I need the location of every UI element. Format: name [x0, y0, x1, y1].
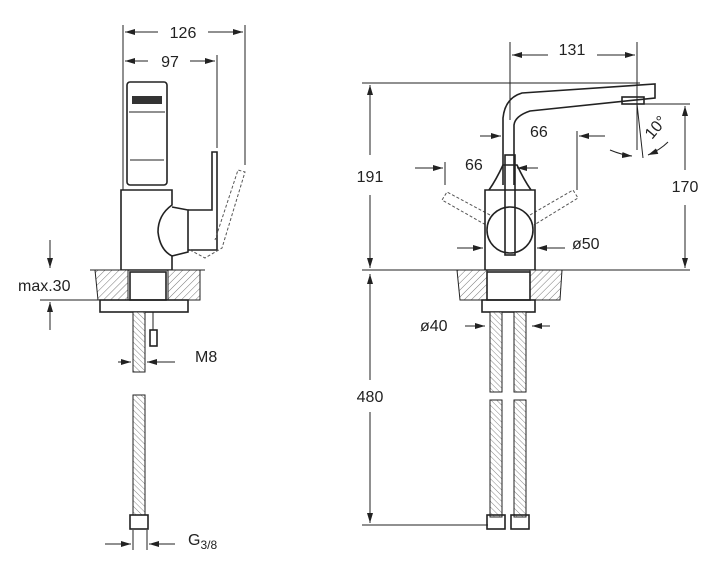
- dim-lever-depth: 97: [161, 54, 179, 71]
- side-view: 126 97 max.30 M8: [18, 25, 246, 552]
- dim-thread: M8: [195, 349, 217, 366]
- dim-lever-swing-left: 66: [465, 157, 483, 174]
- hose-side: [132, 311, 146, 373]
- dim-spout-angle: 10°: [642, 113, 671, 142]
- hose-front-left: [489, 311, 503, 393]
- hose-front-right: [513, 311, 527, 393]
- dim-connection: G3/8: [188, 532, 217, 552]
- body-side: [120, 189, 173, 271]
- dim-total-height: 191: [357, 169, 384, 186]
- dim-overall-depth: 126: [170, 25, 197, 42]
- body-front: [484, 189, 536, 271]
- dim-spout-reach: 131: [559, 42, 586, 59]
- dim-lever-swing-right: 66: [530, 124, 548, 141]
- front-view: 131 10° 66 66 ø50 19: [357, 42, 699, 530]
- spout-front: [502, 83, 656, 185]
- dim-body-diameter: ø50: [572, 236, 600, 253]
- hose-nut-side: [129, 514, 149, 530]
- dim-max-counter: max.30: [18, 278, 71, 295]
- dim-hole-diameter: ø40: [420, 318, 448, 335]
- dim-outlet-height: 170: [672, 179, 699, 196]
- cartridge-circle: [486, 206, 534, 254]
- dim-hose-length: 480: [357, 389, 384, 406]
- counter-front: [456, 269, 488, 301]
- counter-side: [94, 269, 129, 301]
- spout-side: [126, 81, 168, 186]
